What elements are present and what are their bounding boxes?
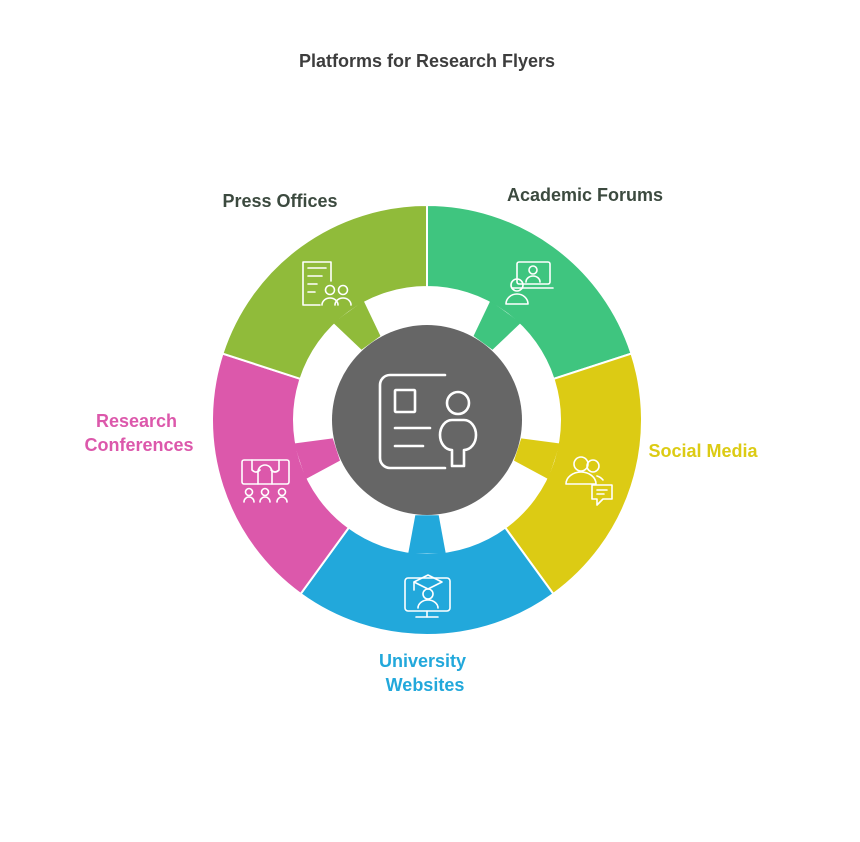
segment-academic-forums <box>426 203 633 381</box>
segment-press-offices <box>221 203 428 381</box>
connector-academic-forums <box>473 300 521 350</box>
label-social-media: Social Media <box>648 441 758 461</box>
connector-university-websites <box>408 515 446 554</box>
label-press-offices: Press Offices <box>222 191 337 211</box>
press-document-icon <box>302 261 352 306</box>
diagram-title: Platforms for Research Flyers <box>299 51 555 71</box>
center-hub <box>332 325 522 515</box>
label-research-conferences: Research Conferences <box>84 411 193 455</box>
connector-press-offices <box>333 300 381 350</box>
online-lecture-icon <box>505 261 554 305</box>
connector-social-media <box>514 438 560 480</box>
segment-research-conferences <box>211 352 351 596</box>
users-chat-icon <box>565 456 613 506</box>
graduate-monitor-icon <box>404 574 451 618</box>
research-flyer-icon <box>378 373 478 470</box>
connector-research-conferences <box>294 438 340 480</box>
label-university-websites: University Websites <box>379 651 471 695</box>
label-academic-forums: Academic Forums <box>507 185 663 205</box>
conference-stage-icon <box>241 459 290 503</box>
segment-university-websites <box>299 526 555 636</box>
